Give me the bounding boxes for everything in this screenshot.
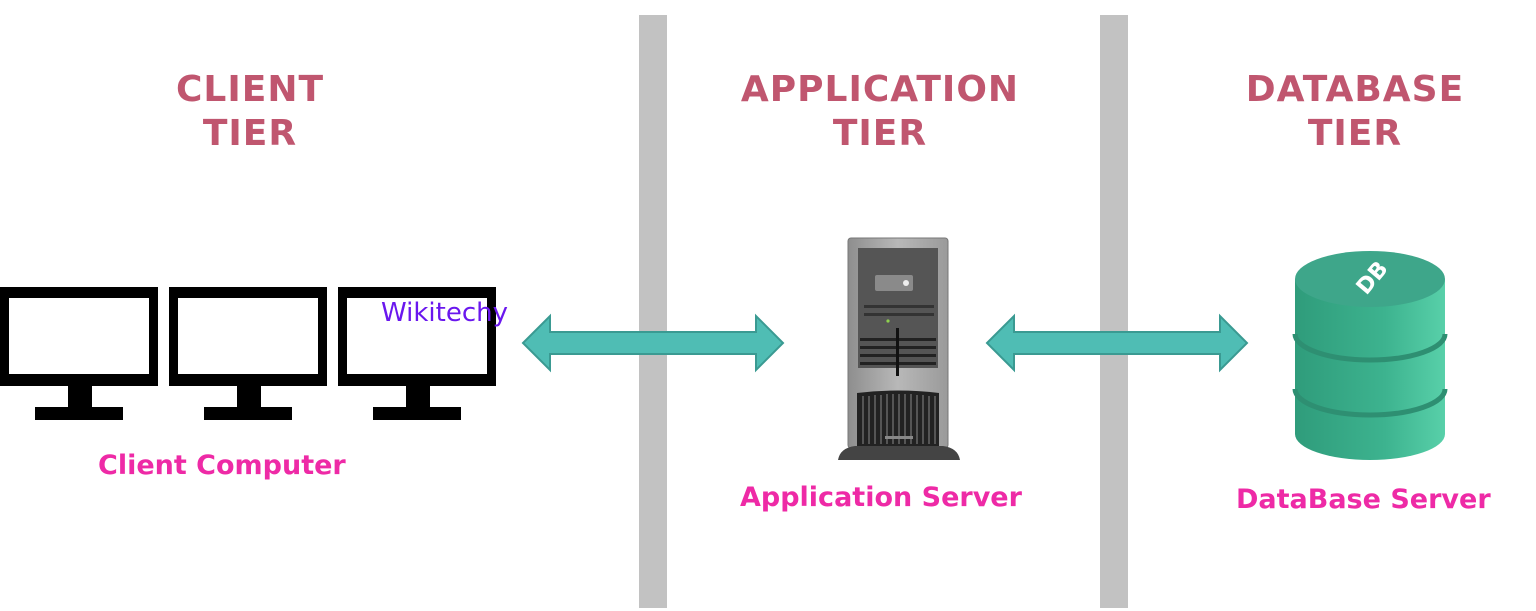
database-tier-title: DATABASE TIER	[1245, 69, 1465, 154]
application-server-label: Application Server	[740, 482, 1022, 513]
client-tier-title: CLIENT TIER	[175, 69, 325, 154]
client-computers	[0, 287, 496, 420]
monitor-icon	[338, 287, 496, 420]
tier-divider-1	[639, 15, 667, 608]
bidirectional-arrow-client-app	[521, 313, 785, 373]
database-icon: DB	[1292, 251, 1448, 460]
watermark-text: Wikitechy	[381, 298, 508, 328]
monitor-icon	[169, 287, 327, 420]
database-server-label: DataBase Server	[1236, 484, 1491, 515]
monitor-icon	[0, 287, 158, 420]
server-tower-icon	[838, 237, 960, 460]
bidirectional-arrow-app-db	[985, 313, 1249, 373]
tier-divider-2	[1100, 15, 1128, 608]
client-computer-label: Client Computer	[98, 450, 346, 481]
application-tier-title: APPLICATION TIER	[740, 69, 1020, 154]
